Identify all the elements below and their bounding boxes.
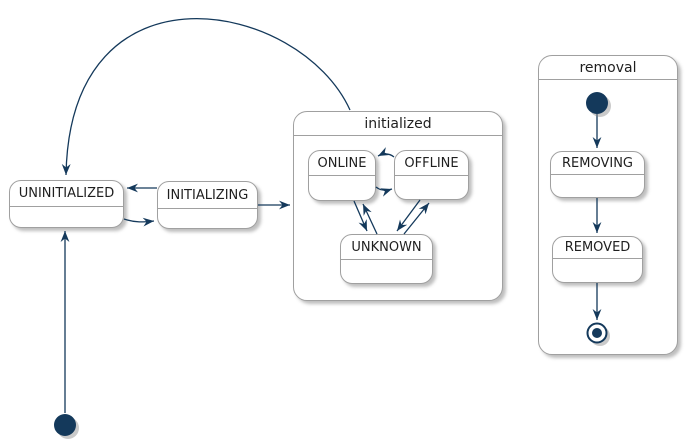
state-initializing: INITIALIZING (157, 181, 258, 229)
state-initializing-body (158, 209, 257, 228)
state-unknown-body (341, 260, 432, 283)
state-online: ONLINE (308, 150, 376, 201)
state-removing-body (551, 175, 644, 197)
state-removing-label: REMOVING (551, 152, 644, 175)
state-offline: OFFLINE (394, 150, 469, 200)
state-unknown-label: UNKNOWN (341, 235, 432, 260)
composite-state-removal: removal (538, 55, 678, 355)
state-offline-body (395, 176, 468, 199)
composite-removal-body (539, 80, 677, 354)
state-removing: REMOVING (550, 151, 645, 198)
state-removed-label: REMOVED (553, 237, 642, 259)
state-online-body (309, 176, 375, 200)
state-removed-body (553, 259, 642, 282)
state-removed: REMOVED (552, 236, 643, 283)
state-uninitialized: UNINITIALIZED (9, 180, 124, 228)
state-online-label: ONLINE (309, 151, 375, 176)
initial-state-icon (54, 414, 76, 436)
composite-initialized-title: initialized (294, 112, 502, 136)
state-unknown: UNKNOWN (340, 234, 433, 284)
state-uninitialized-label: UNINITIALIZED (10, 181, 123, 207)
state-initializing-label: INITIALIZING (158, 182, 257, 209)
state-uninitialized-body (10, 207, 123, 227)
initial-state-shadow (57, 417, 79, 439)
transition-uninitialized-initializing (123, 217, 155, 227)
state-offline-label: OFFLINE (395, 151, 468, 176)
composite-removal-title: removal (539, 56, 677, 80)
